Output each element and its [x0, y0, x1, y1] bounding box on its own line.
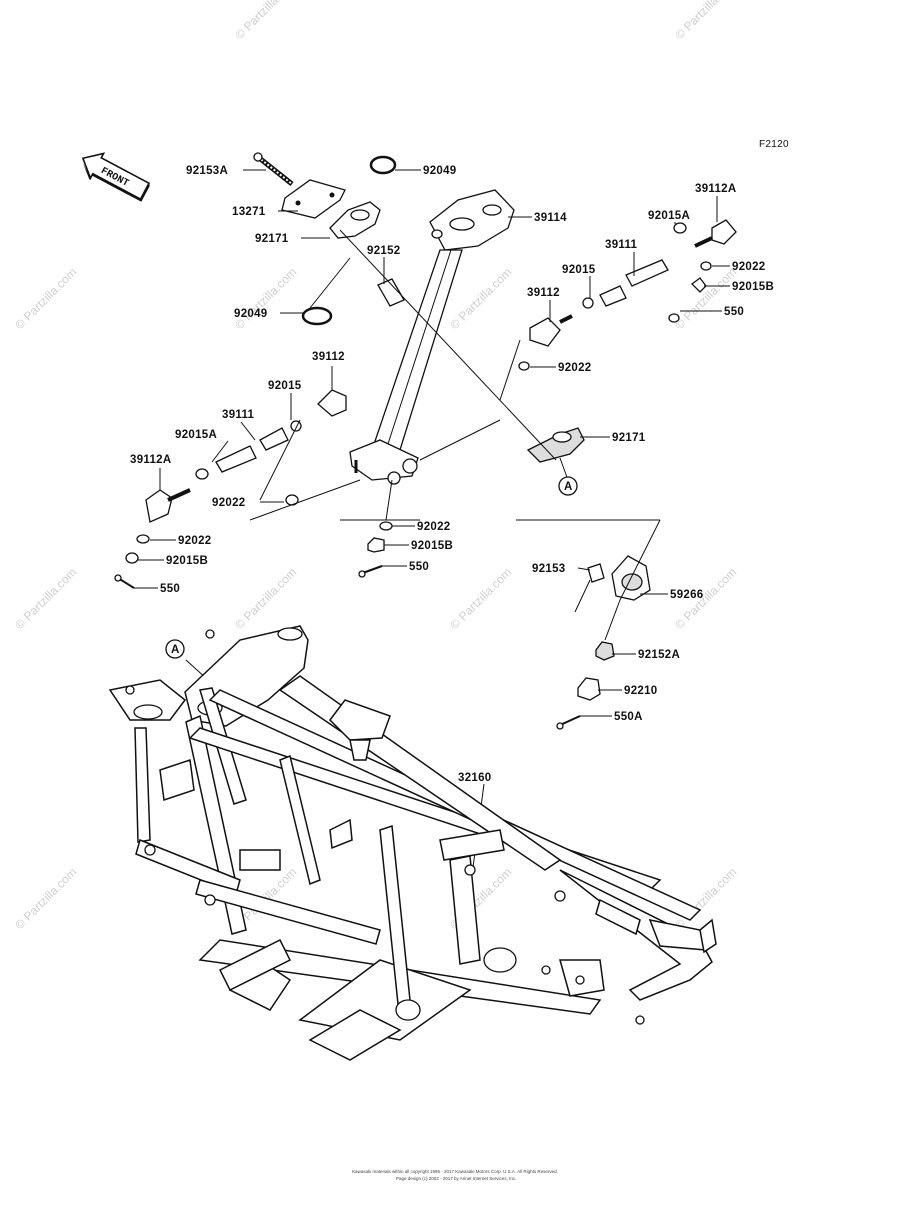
- stem-bushing: [377, 278, 405, 307]
- callout-92015B-left[interactable]: 92015B: [166, 555, 208, 567]
- callout-92153[interactable]: 92153: [532, 563, 565, 575]
- callout-92015A-right[interactable]: 92015A: [648, 210, 690, 222]
- callout-92022-right-2[interactable]: 92022: [558, 362, 591, 374]
- callout-92022-center[interactable]: 92022: [417, 521, 450, 533]
- watermark: © Partzilla.com: [232, 265, 299, 332]
- callout-92015B-center[interactable]: 92015B: [411, 540, 453, 552]
- callout-39114[interactable]: 39114: [534, 212, 567, 224]
- callout-39112-left[interactable]: 39112: [312, 351, 345, 363]
- watermark: © Partzilla.com: [232, 0, 299, 42]
- stem-clamp: [281, 179, 346, 219]
- bolt-92153: [587, 563, 605, 583]
- callout-92152[interactable]: 92152: [367, 245, 400, 257]
- marker-a-label: A: [171, 644, 180, 656]
- watermark: © Partzilla.com: [672, 265, 739, 332]
- callout-92015A-left[interactable]: 92015A: [175, 429, 217, 441]
- tie-rod-right: [518, 219, 737, 371]
- callout-92210[interactable]: 92210: [624, 685, 657, 697]
- callout-92022-right-1[interactable]: 92022: [732, 261, 765, 273]
- watermark: © Partzilla.com: [12, 265, 79, 332]
- callout-92049-top[interactable]: 92049: [423, 165, 456, 177]
- callout-92015-left[interactable]: 92015: [268, 380, 302, 392]
- callout-92171-lower[interactable]: 92171: [612, 432, 646, 444]
- main-frame: [108, 625, 717, 1061]
- stem-bolt: [253, 152, 294, 186]
- stem-holder-upper: [329, 201, 381, 239]
- callout-92152A[interactable]: 92152A: [638, 649, 680, 661]
- callout-39112A-left[interactable]: 39112A: [130, 454, 171, 466]
- callout-92015B-right[interactable]: 92015B: [732, 281, 774, 293]
- o-ring-top: [369, 155, 397, 175]
- watermark: © Partzilla.com: [232, 565, 299, 632]
- callout-550A[interactable]: 550A: [614, 711, 643, 723]
- watermark: © Partzilla.com: [447, 565, 514, 632]
- callout-59266[interactable]: 59266: [670, 589, 703, 601]
- nut-92210: [577, 677, 601, 701]
- callout-39112-right[interactable]: 39112: [527, 287, 560, 299]
- washer-center: [379, 521, 393, 531]
- figure-code: F2120: [759, 139, 789, 150]
- callout-32160[interactable]: 32160: [458, 772, 491, 784]
- marker-a-label: A: [564, 481, 573, 493]
- watermark: © Partzilla.com: [672, 865, 739, 932]
- reference-marker-a-lower: A: [165, 639, 185, 659]
- front-arrow-icon: FRONT: [81, 152, 151, 202]
- o-ring-lower: [301, 306, 333, 326]
- watermark: © Partzilla.com: [12, 565, 79, 632]
- part-callouts: 92153A 13271 92171 92049 92049 92152 391…: [130, 165, 774, 784]
- callout-92015-right[interactable]: 92015: [562, 264, 596, 276]
- steering-stem: [349, 189, 515, 485]
- callout-92022-left-1[interactable]: 92022: [212, 497, 245, 509]
- footer-copyright: Kawasaki materials within all copyright …: [352, 1169, 558, 1174]
- callout-550-left[interactable]: 550: [160, 583, 180, 595]
- nut-92152A: [595, 641, 615, 661]
- callout-39111-left[interactable]: 39111: [222, 409, 255, 421]
- steering-stem-assembly: [114, 152, 737, 730]
- callout-92153A[interactable]: 92153A: [186, 165, 228, 177]
- callout-92022-left-2[interactable]: 92022: [178, 535, 211, 547]
- watermark: © Partzilla.com: [447, 265, 514, 332]
- callout-92171-upper[interactable]: 92171: [255, 233, 289, 245]
- watermark: © Partzilla.com: [12, 865, 79, 932]
- callout-39111-right[interactable]: 39111: [605, 239, 638, 251]
- callout-550-center[interactable]: 550: [409, 561, 429, 573]
- watermark: © Partzilla.com: [672, 0, 739, 42]
- callout-13271[interactable]: 13271: [232, 206, 266, 218]
- footer-design-credit: Page design (c) 2002 - 2017 by Arinet In…: [396, 1176, 516, 1181]
- callout-39112A-right[interactable]: 39112A: [695, 183, 736, 195]
- callout-92049-lower[interactable]: 92049: [234, 308, 267, 320]
- nut-center: [367, 537, 385, 553]
- reference-marker-a-upper: A: [558, 476, 578, 496]
- callout-550-right[interactable]: 550: [724, 306, 744, 318]
